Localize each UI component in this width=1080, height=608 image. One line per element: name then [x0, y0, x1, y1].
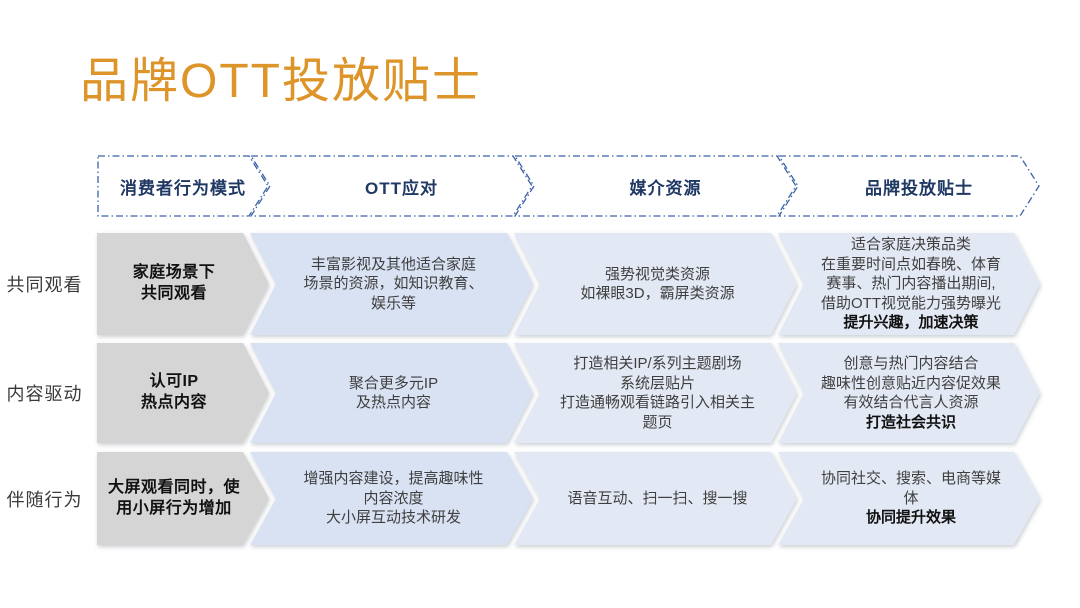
cell-line: 适合家庭决策品类	[850, 236, 971, 254]
cell-line: 场景的资源，如知识教育、	[303, 275, 484, 293]
cell-line: 娱乐等	[370, 294, 416, 312]
matrix-cell-text: 丰富影视及其他适合家庭场景的资源，如知识教育、娱乐等	[250, 233, 533, 335]
header-cell-brand-placement-tips: 品牌投放贴士	[778, 155, 1040, 217]
matrix-cell-wrap: 丰富影视及其他适合家庭场景的资源，如知识教育、娱乐等	[250, 233, 533, 335]
row-label: 内容驱动	[6, 384, 83, 404]
header-label: 消费者行为模式	[120, 178, 246, 198]
matrix-cell: 语音互动、扫一扫、搜一搜	[514, 452, 797, 545]
header-chevron-outline	[250, 155, 533, 217]
matrix-cell: 适合家庭决策品类在重要时间点如春晚、体育赛事、热门内容播出期间,借助OTT视觉能…	[778, 233, 1040, 335]
cell-line: 大小屏互动技术研发	[325, 509, 461, 527]
matrix-cell-text: 适合家庭决策品类在重要时间点如春晚、体育赛事、热门内容播出期间,借助OTT视觉能…	[778, 233, 1040, 335]
matrix-cell: 创意与热门内容结合趣味性创意贴近内容促效果有效结合代言人资源打造社会共识	[778, 343, 1040, 443]
matrix-cell: 增强内容建设，提高趣味性内容浓度大小屏互动技术研发	[250, 452, 533, 545]
matrix-cell: 大屏观看同时，使用小屏行为增加	[97, 452, 269, 545]
header-cell-consumer-behavior-mode: 消费者行为模式	[97, 155, 269, 217]
matrix-cell-wrap: 聚合更多元IP 及热点内容	[250, 343, 533, 443]
matrix-cell-text: 认可IP 热点内容	[97, 343, 269, 443]
cell-line: 体	[903, 489, 919, 507]
header-label: 品牌投放贴士	[865, 178, 973, 198]
header-row-spacer	[0, 155, 97, 217]
cell-line-emphasis: 热点内容	[140, 394, 207, 411]
matrix-cell-wrap: 协同社交、搜索、电商等媒体协同提升效果	[778, 452, 1040, 545]
header-chevron-outline	[97, 155, 269, 217]
cell-line-emphasis: 用小屏行为增加	[116, 499, 232, 517]
matrix-cell-wrap: 适合家庭决策品类在重要时间点如春晚、体育赛事、热门内容播出期间,借助OTT视觉能…	[778, 233, 1040, 335]
matrix-cell-wrap: 语音互动、扫一扫、搜一搜	[514, 452, 797, 545]
slide-title: 品牌OTT投放贴士	[80, 55, 482, 108]
matrix-rows: 共同观看家庭场景下共同观看丰富影视及其他适合家庭场景的资源，如知识教育、娱乐等强…	[0, 233, 1080, 545]
matrix-cell: 家庭场景下共同观看	[97, 233, 269, 335]
header-label: 媒介资源	[629, 178, 702, 198]
cell-line: 题页	[642, 413, 673, 431]
matrix-cell-text: 打造相关IP/系列主题剧场系统层贴片打造通畅观看链路引入相关主题页	[514, 343, 797, 443]
matrix-cell: 聚合更多元IP 及热点内容	[250, 343, 533, 443]
matrix-cell: 认可IP 热点内容	[97, 343, 269, 443]
matrix-cell-text: 大屏观看同时，使用小屏行为增加	[97, 452, 269, 545]
matrix-cell-wrap: 增强内容建设，提高趣味性内容浓度大小屏互动技术研发	[250, 452, 533, 545]
cell-line: 协同社交、搜索、电商等媒	[820, 470, 1001, 488]
cell-line: 系统层贴片	[619, 374, 695, 392]
cell-line: 增强内容建设，提高趣味性	[303, 470, 484, 488]
cell-line-emphasis: 共同观看	[140, 285, 207, 302]
cell-line: 语音互动、扫一扫、搜一搜	[567, 489, 748, 507]
cell-line: 在重要时间点如春晚、体育	[820, 255, 1001, 273]
matrix-cell-wrap: 大屏观看同时，使用小屏行为增加	[97, 452, 269, 545]
cell-line: 丰富影视及其他适合家庭	[310, 255, 476, 273]
matrix-cell: 强势视觉类资源如裸眼3D，霸屏类资源	[514, 233, 797, 335]
matrix-row: 共同观看家庭场景下共同观看丰富影视及其他适合家庭场景的资源，如知识教育、娱乐等强…	[0, 233, 1080, 335]
matrix-cell-text: 聚合更多元IP 及热点内容	[250, 343, 533, 443]
cell-line-emphasis: 大屏观看同时，使	[107, 478, 240, 496]
header-label: OTT应对	[365, 178, 438, 198]
matrix-row: 伴随行为大屏观看同时，使用小屏行为增加增强内容建设，提高趣味性内容浓度大小屏互动…	[0, 452, 1080, 545]
cell-line: 借助OTT视觉能力强势曝光	[821, 294, 1001, 312]
cell-line: 及热点内容	[355, 394, 431, 411]
matrix-cell: 协同社交、搜索、电商等媒体协同提升效果	[778, 452, 1040, 545]
cell-line: 赛事、热门内容播出期间,	[826, 275, 996, 293]
cell-line: 趣味性创意贴近内容促效果	[820, 374, 1001, 392]
cell-line: 如裸眼3D，霸屏类资源	[580, 285, 735, 302]
matrix-cell-text: 家庭场景下共同观看	[97, 233, 269, 335]
cell-line: 强势视觉类资源	[604, 265, 710, 283]
matrix-cell-wrap: 家庭场景下共同观看	[97, 233, 269, 335]
cell-line-emphasis: 打造社会共识	[865, 413, 956, 431]
cell-line-emphasis: 提升兴趣，加速决策	[843, 314, 979, 332]
header-chevron-outline	[514, 155, 797, 217]
matrix-cell-wrap: 打造相关IP/系列主题剧场系统层贴片打造通畅观看链路引入相关主题页	[514, 343, 797, 443]
cell-line: 内容浓度	[363, 489, 424, 507]
matrix-cell-wrap: 创意与热门内容结合趣味性创意贴近内容促效果有效结合代言人资源打造社会共识	[778, 343, 1040, 443]
header-cell-ott-response: OTT应对	[250, 155, 533, 217]
cell-line: 创意与热门内容结合	[843, 355, 979, 372]
cell-line-emphasis: 认可IP	[149, 373, 199, 391]
cell-line: 打造相关IP/系列主题剧场	[573, 355, 742, 372]
cell-line-emphasis: 协同提升效果	[865, 509, 956, 527]
matrix-cell-text: 协同社交、搜索、电商等媒体协同提升效果	[778, 452, 1040, 545]
matrix-cell-wrap: 认可IP 热点内容	[97, 343, 269, 443]
matrix-cell-text: 语音互动、扫一扫、搜一搜	[514, 452, 797, 545]
matrix-cell: 打造相关IP/系列主题剧场系统层贴片打造通畅观看链路引入相关主题页	[514, 343, 797, 443]
row-label: 共同观看	[6, 275, 83, 295]
matrix-row: 内容驱动 认可IP 热点内容 聚合更多元IP 及热点内容 打造相关IP/系列主题剧场系统层…	[0, 343, 1080, 443]
matrix-cell: 丰富影视及其他适合家庭场景的资源，如知识教育、娱乐等	[250, 233, 533, 335]
matrix-cell-text: 强势视觉类资源如裸眼3D，霸屏类资源	[514, 233, 797, 335]
cell-line: 有效结合代言人资源	[843, 394, 979, 411]
header-cell-media-resources: 媒介资源	[514, 155, 797, 217]
cell-line: 聚合更多元IP	[348, 374, 439, 392]
cell-line-emphasis: 家庭场景下	[132, 264, 216, 282]
matrix-cell-text: 创意与热门内容结合趣味性创意贴近内容促效果有效结合代言人资源打造社会共识	[778, 343, 1040, 443]
matrix-cell-wrap: 强势视觉类资源如裸眼3D，霸屏类资源	[514, 233, 797, 335]
row-label: 伴随行为	[6, 489, 83, 510]
matrix-header-row: 消费者行为模式 OTT应对 媒介资源 品牌投放贴士	[0, 155, 1040, 217]
matrix-cell-text: 增强内容建设，提高趣味性内容浓度大小屏互动技术研发	[250, 452, 533, 545]
cell-line: 打造通畅观看链路引入相关主	[559, 394, 755, 411]
